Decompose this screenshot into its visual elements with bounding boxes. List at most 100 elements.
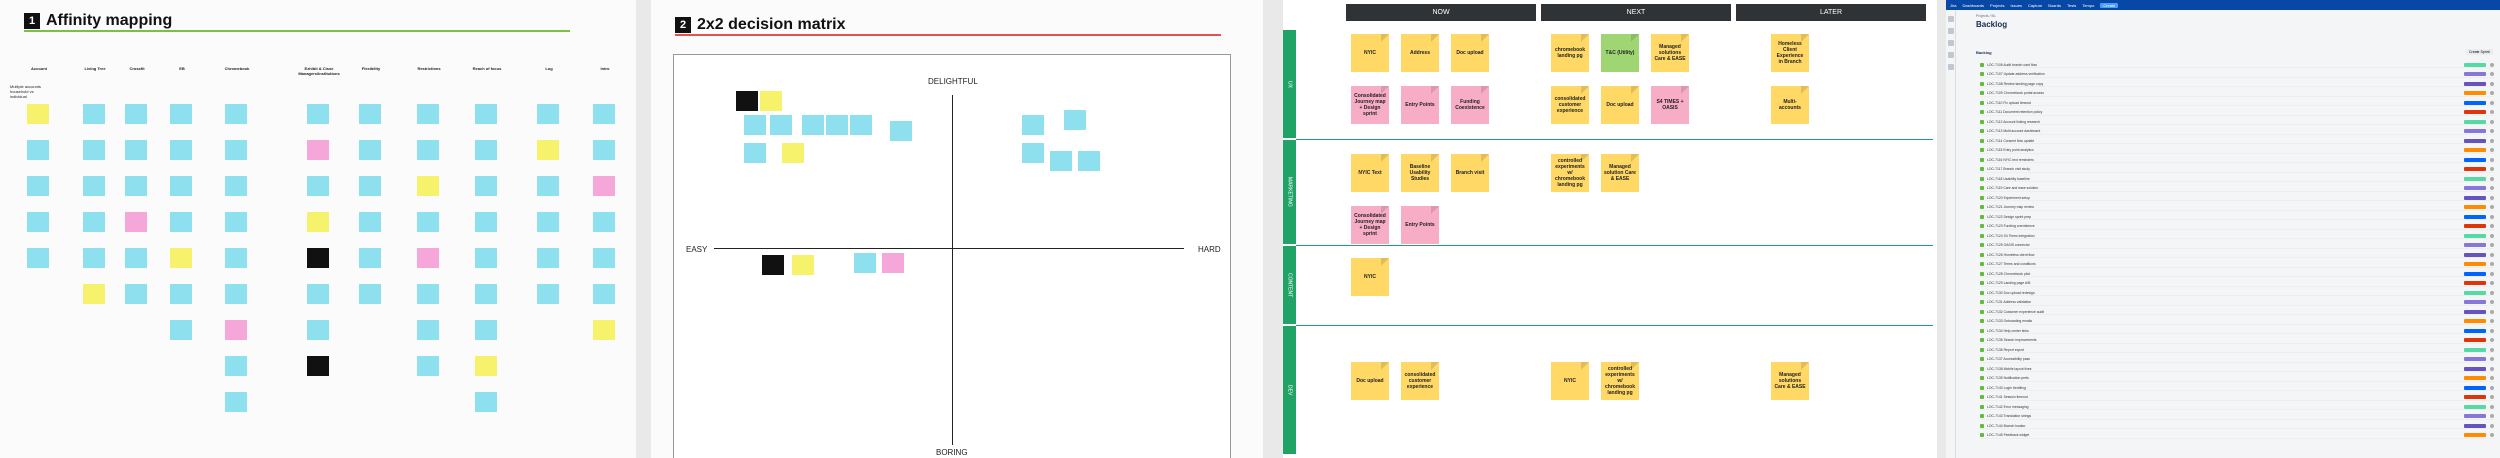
matrix-note[interactable] [1064,110,1086,130]
epic-badge[interactable] [2464,129,2486,133]
backlog-row[interactable]: LOC-7135 Search improvements [1980,338,2494,344]
assignee-avatar[interactable] [2490,309,2494,314]
issue-summary[interactable]: LOC-7110 Fix upload timeout [1987,100,2032,105]
backlog-row[interactable]: LOC-7137 Accessibility pass [1980,357,2494,363]
roadmap-sticky[interactable]: Consolidated Journey map + Design sprint [1351,206,1389,244]
issue-summary[interactable]: LOC-7138 Mobile layout fixes [1987,366,2032,371]
issue-summary[interactable]: LOC-7112 Account linking research [1987,119,2041,124]
topbar-item[interactable]: Create [2100,2,2119,8]
assignee-avatar[interactable] [2490,91,2494,95]
assignee-avatar[interactable] [2490,271,2494,276]
epic-badge[interactable] [2464,81,2486,86]
epic-badge[interactable] [2464,319,2486,323]
roadmap-sticky[interactable]: Funding Coexistence [1451,86,1489,124]
matrix-note[interactable] [1022,143,1044,163]
sticky-note[interactable] [417,104,439,124]
assignee-avatar[interactable] [2490,404,2494,409]
epic-badge[interactable] [2464,414,2486,418]
sidebar-icon[interactable] [1948,16,1954,22]
issue-summary[interactable]: LOC-7107 Update address verification [1987,72,2045,76]
backlog-row[interactable]: LOC-7116 NYIC text reminders [1980,157,2494,163]
backlog-row[interactable]: LOC-7113 Multi account dashboard [1980,129,2494,135]
roadmap-sticky[interactable]: Doc upload [1451,34,1489,72]
epic-badge[interactable] [2464,224,2486,228]
sticky-note[interactable] [359,104,381,124]
epic-badge[interactable] [2464,186,2486,190]
issue-summary[interactable]: LOC-7132 Customer experience audit [1987,309,2045,314]
sticky-note[interactable] [125,212,147,232]
backlog-row[interactable]: LOC-7144 Branch locator [1980,423,2494,429]
epic-badge[interactable] [2464,110,2486,114]
issue-summary[interactable]: LOC-7130 Doc upload redesign [1987,290,2035,295]
sticky-note[interactable] [170,176,192,196]
assignee-avatar[interactable] [2490,110,2494,114]
epic-badge[interactable] [2464,205,2486,209]
roadmap-sticky[interactable]: NYIC [1551,362,1589,400]
assignee-avatar[interactable] [2490,395,2494,399]
epic-badge[interactable] [2464,433,2486,437]
issue-summary[interactable]: LOC-7109 Chromebook portal access [1987,91,2044,95]
sticky-note[interactable] [475,284,497,304]
sidebar-icon[interactable] [1948,52,1954,58]
sticky-note[interactable] [417,356,439,376]
issue-summary[interactable]: LOC-7114 Consent flow update [1987,138,2035,143]
sticky-note[interactable] [83,284,105,304]
backlog-row[interactable]: LOC-7125 OASIS connector [1980,243,2494,249]
backlog-row[interactable]: LOC-7111 Document retention policy [1980,110,2494,116]
epic-badge[interactable] [2464,385,2486,390]
matrix-note[interactable] [882,253,904,273]
backlog-row[interactable]: LOC-7140 Login throttling [1980,385,2494,391]
assignee-avatar[interactable] [2490,385,2494,390]
sticky-note[interactable] [170,320,192,340]
matrix-note[interactable] [854,253,876,273]
backlog-row[interactable]: LOC-7143 Translation strings [1980,414,2494,420]
sticky-note[interactable] [307,104,329,124]
epic-badge[interactable] [2464,300,2486,304]
issue-summary[interactable]: LOC-7129 Landing page A/B [1987,281,2031,285]
sticky-note[interactable] [537,248,559,268]
backlog-row[interactable]: LOC-7119 Care and ease solution [1980,186,2494,192]
epic-badge[interactable] [2464,262,2486,266]
epic-badge[interactable] [2464,176,2486,181]
backlog-row[interactable]: LOC-7141 Session timeout [1980,395,2494,401]
backlog-row[interactable]: LOC-7138 Mobile layout fixes [1980,366,2494,372]
matrix-note[interactable] [782,143,804,163]
sticky-note[interactable] [475,104,497,124]
backlog-row[interactable]: LOC-7114 Consent flow update [1980,138,2494,144]
roadmap-sticky[interactable]: Consolidated Journey map + Design sprint [1351,86,1389,124]
sticky-note[interactable] [125,104,147,124]
roadmap-sticky[interactable]: consolidated customer experience [1401,362,1439,400]
sticky-note[interactable] [593,320,615,340]
matrix-note[interactable] [760,91,782,111]
assignee-avatar[interactable] [2490,290,2494,295]
assignee-avatar[interactable] [2490,62,2494,67]
roadmap-sticky[interactable]: consolidated customer experience [1551,86,1589,124]
issue-summary[interactable]: LOC-7144 Branch locator [1987,423,2026,428]
roadmap-sticky[interactable]: Entry Points [1401,86,1439,124]
epic-badge[interactable] [2464,309,2486,314]
sticky-note[interactable] [225,176,247,196]
sticky-note[interactable] [170,248,192,268]
backlog-row[interactable]: LOC-7139 Notification prefs [1980,376,2494,382]
roadmap-sticky[interactable]: Managed solutions Care & EASE [1771,362,1809,400]
backlog-row[interactable]: LOC-7120 Experiment setup [1980,195,2494,201]
sticky-note[interactable] [125,284,147,304]
backlog-row[interactable]: LOC-7107 Update address verification [1980,72,2494,78]
topbar-item[interactable]: Tempo [2082,2,2095,8]
assignee-avatar[interactable] [2490,262,2494,266]
assignee-avatar[interactable] [2490,100,2494,105]
sticky-note[interactable] [27,212,49,232]
sticky-note[interactable] [475,212,497,232]
sticky-note[interactable] [125,140,147,160]
sticky-note[interactable] [475,392,497,412]
issue-summary[interactable]: LOC-7137 Accessibility pass [1987,357,2030,361]
assignee-avatar[interactable] [2490,366,2494,371]
sticky-note[interactable] [170,284,192,304]
sticky-note[interactable] [593,176,615,196]
sticky-note[interactable] [417,248,439,268]
backlog-row[interactable]: LOC-7106 Audit branch card flow [1980,62,2494,68]
issue-summary[interactable]: LOC-7131 Address validation [1987,300,2032,304]
backlog-row[interactable]: LOC-7130 Doc upload redesign [1980,290,2494,296]
backlog-row[interactable]: LOC-7122 Design sprint prep [1980,214,2494,220]
assignee-avatar[interactable] [2490,224,2494,228]
